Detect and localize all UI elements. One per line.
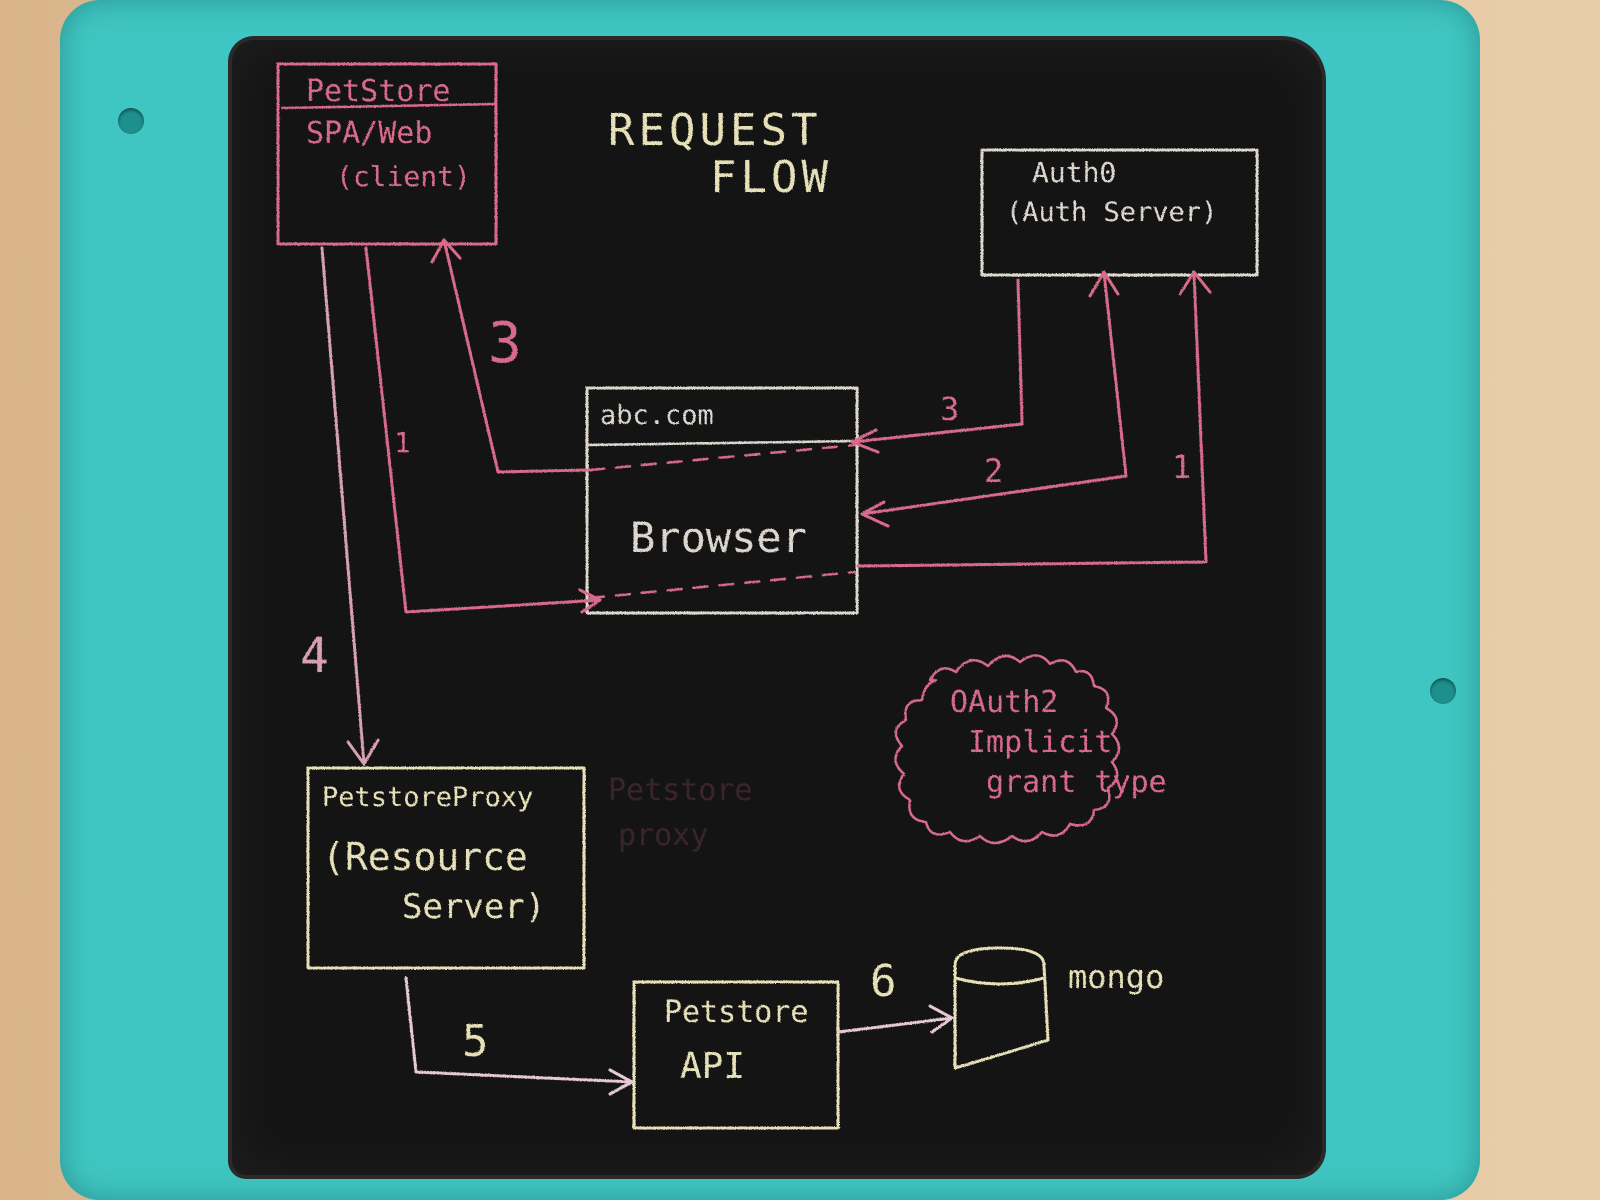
resource-server-box: PetstoreProxy (Resource Server) (306, 766, 586, 970)
note-line3: grant type (986, 765, 1167, 800)
auth-box-line1: Auth0 (1032, 156, 1116, 189)
auth-box-line2: (Auth Server) (1006, 197, 1217, 228)
diagram-title-line1: REQUEST (608, 105, 821, 156)
browser-label: Browser (630, 513, 807, 562)
arrow-client-to-browser (364, 246, 602, 614)
proxy-box-line3: Server) (402, 887, 545, 927)
client-box: PetStore SPA/Web (client) (276, 62, 498, 246)
erased-ghost-text: Petstore proxy (608, 773, 753, 853)
arrow-auth-to-browser-token (860, 270, 1128, 528)
step-label-auth-redirect: 3 (940, 390, 959, 428)
client-box-line1: PetStore (306, 74, 451, 109)
browser-box: abc.com Browser (585, 386, 859, 615)
arrow-api-to-mongo (836, 1004, 954, 1034)
frame-hole-right (1430, 678, 1456, 704)
arrow-browser-to-auth (856, 270, 1212, 568)
arrow-client-to-proxy (320, 246, 380, 766)
mongo-database-icon: mongo (953, 946, 1164, 1070)
client-box-line3: (client) (336, 160, 471, 193)
mongo-label: mongo (1068, 958, 1164, 996)
step-label-client-to-proxy: 4 (300, 628, 329, 684)
browser-url: abc.com (600, 400, 714, 431)
step-label-browser-to-auth: 1 (1172, 448, 1191, 486)
note-line2: Implicit (968, 725, 1113, 760)
step-label-auth-to-browser-token: 2 (984, 452, 1003, 490)
api-box: Petstore API (632, 980, 840, 1130)
arrow-auth-redirect (850, 278, 1024, 454)
api-box-line1: Petstore (664, 995, 809, 1030)
step-label-client-to-browser: 1 (394, 426, 411, 459)
chalkboard (232, 40, 1322, 1175)
proxy-box-line1: PetstoreProxy (322, 782, 533, 813)
diagram-title-line2: FLOW (710, 152, 832, 203)
proxy-box-line2: (Resource (322, 835, 528, 879)
client-box-line2: SPA/Web (306, 116, 432, 151)
oauth2-note: OAuth2 Implicit grant type (894, 654, 1167, 845)
frame-hole-left (118, 108, 144, 134)
ghost-text-line1: Petstore (608, 773, 753, 808)
ghost-text-line2: proxy (618, 818, 708, 853)
note-line1: OAuth2 (950, 685, 1058, 720)
auth-server-box: Auth0 (Auth Server) (980, 148, 1259, 277)
step-label-proxy-to-api: 5 (462, 1016, 489, 1067)
step-label-api-to-mongo: 6 (870, 956, 897, 1007)
arrow-proxy-to-api (404, 976, 634, 1096)
api-box-line2: API (680, 1046, 745, 1087)
step-label-browser-to-client: 3 (488, 311, 522, 376)
arrow-browser-to-client (430, 238, 592, 474)
